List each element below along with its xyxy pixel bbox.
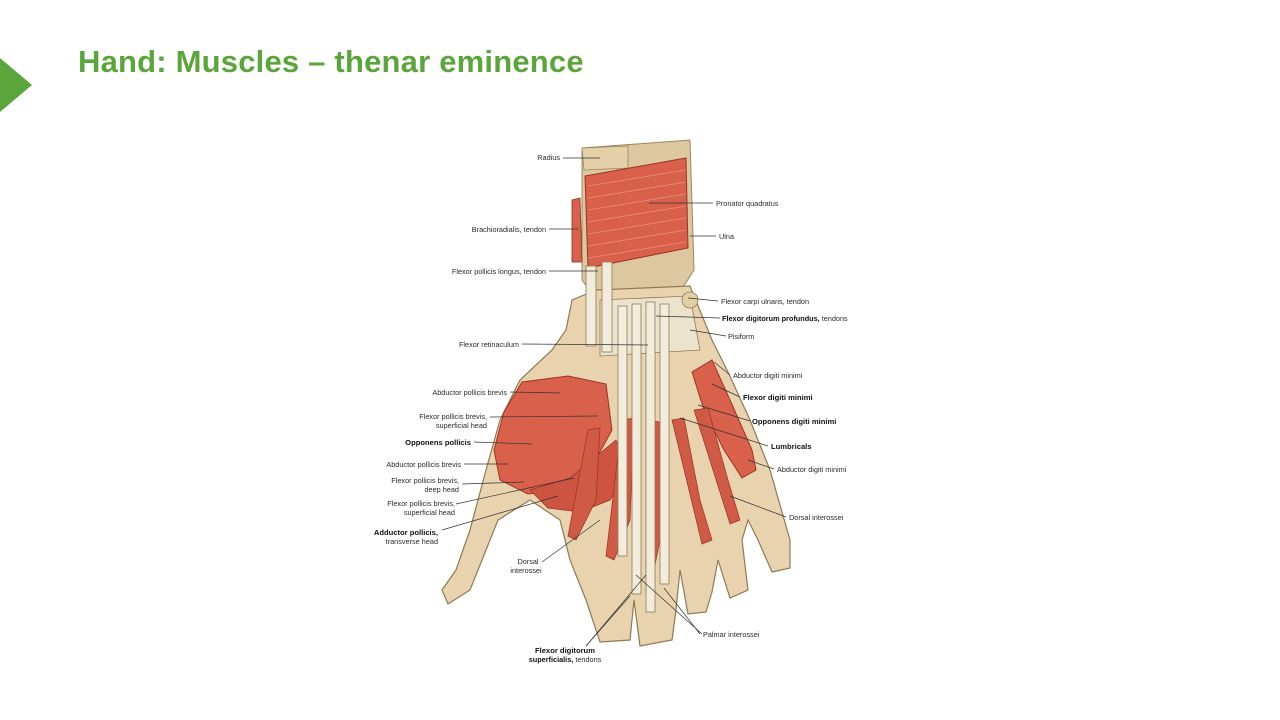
label-dorsal-interossei-left-a: Dorsal — [517, 557, 538, 566]
label-abductor-digiti-minimi-2: Abductor digiti minimi — [777, 465, 847, 474]
label-abductor-pollicis-brevis-2: Abductor pollicis brevis — [386, 460, 461, 469]
label-ulna: Ulna — [719, 232, 735, 241]
label-fds-b: superficialis, tendons — [529, 655, 602, 664]
label-fcu-tendon: Flexor carpi ulnaris, tendon — [721, 297, 809, 306]
label-dorsal-interossei-left-b: interossei — [510, 566, 542, 575]
label-dorsal-interossei-right: Dorsal interossei — [789, 513, 844, 522]
flexor-tendons — [585, 261, 670, 613]
label-palmar-interossei: Palmar interossei — [703, 630, 760, 639]
label-pronator-quadratus: Pronator quadratus — [716, 199, 779, 208]
label-radius: Radius — [537, 153, 560, 162]
label-fdp-bold: Flexor digitorum profundus, — [722, 314, 820, 323]
figure-labels: Radius Pronator quadratus Brachioradiali… — [374, 153, 848, 664]
label-fpb-superficial-1b: superficial head — [436, 421, 487, 430]
label-fds-a: Flexor digitorum — [535, 646, 595, 655]
label-fpb-superficial-2a: Flexor pollicis brevis, — [387, 499, 455, 508]
label-fpb-deep-b: deep head — [425, 485, 460, 494]
pisiform-bone — [681, 291, 699, 309]
slide-accent-arrow — [0, 58, 32, 112]
label-fpl-tendon: Flexor pollicis longus, tendon — [452, 267, 546, 276]
leader-lines — [441, 157, 787, 647]
brachioradialis-tendon-shape — [571, 197, 583, 263]
label-fds-b-bold: superficialis, — [529, 655, 574, 664]
label-abductor-pollicis-brevis-1: Abductor pollicis brevis — [432, 388, 507, 397]
pronator-quadratus-muscle — [584, 157, 689, 269]
label-fpb-superficial-1a: Flexor pollicis brevis, — [419, 412, 487, 421]
pronator-fibers — [587, 169, 687, 259]
label-lumbricals: Lumbricals — [771, 442, 812, 451]
label-fdp-tendons: Flexor digitorum profundus, tendons — [722, 314, 848, 323]
slide-title: Hand: Muscles – thenar eminence — [78, 44, 584, 79]
hand-drawing — [441, 139, 791, 647]
label-pisiform: Pisiform — [728, 332, 754, 341]
label-brachioradialis-tendon: Brachioradialis, tendon — [472, 225, 546, 234]
label-fdp-rest: tendons — [820, 314, 848, 323]
label-adductor-pollicis-b: transverse head — [386, 537, 438, 546]
label-fpb-deep-a: Flexor pollicis brevis, — [391, 476, 459, 485]
label-fpb-superficial-2b: superficial head — [404, 508, 455, 517]
label-opponens-pollicis: Opponens pollicis — [405, 438, 471, 447]
label-fds-b-rest: tendons — [573, 655, 601, 664]
label-flexor-digiti-minimi: Flexor digiti minimi — [743, 393, 813, 402]
label-flexor-retinaculum: Flexor retinaculum — [459, 340, 519, 349]
label-opponens-digiti-minimi: Opponens digiti minimi — [752, 417, 836, 426]
label-abductor-digiti-minimi-1: Abductor digiti minimi — [733, 371, 803, 380]
label-adductor-pollicis-a: Adductor pollicis, — [374, 528, 438, 537]
